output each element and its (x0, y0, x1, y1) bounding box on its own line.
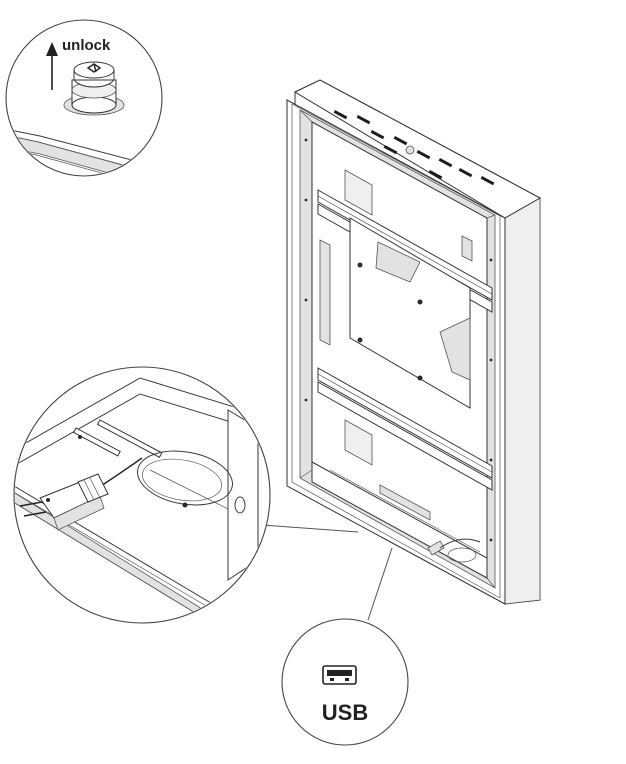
top-vent-slots (333, 110, 495, 186)
usb-label: USB (322, 700, 368, 725)
usb-callout: USB (281, 618, 409, 746)
arrow-up-icon (46, 42, 58, 90)
lock-callout: unlock (5, 19, 163, 177)
usb-port-icon (322, 665, 357, 685)
cabinet-plug (427, 538, 481, 563)
enclosure-cabinet (286, 79, 542, 605)
power-plug-callout (13, 366, 271, 624)
unlock-label: unlock (62, 37, 111, 54)
leader-lines (261, 524, 393, 621)
power-plug-icon (19, 473, 109, 531)
